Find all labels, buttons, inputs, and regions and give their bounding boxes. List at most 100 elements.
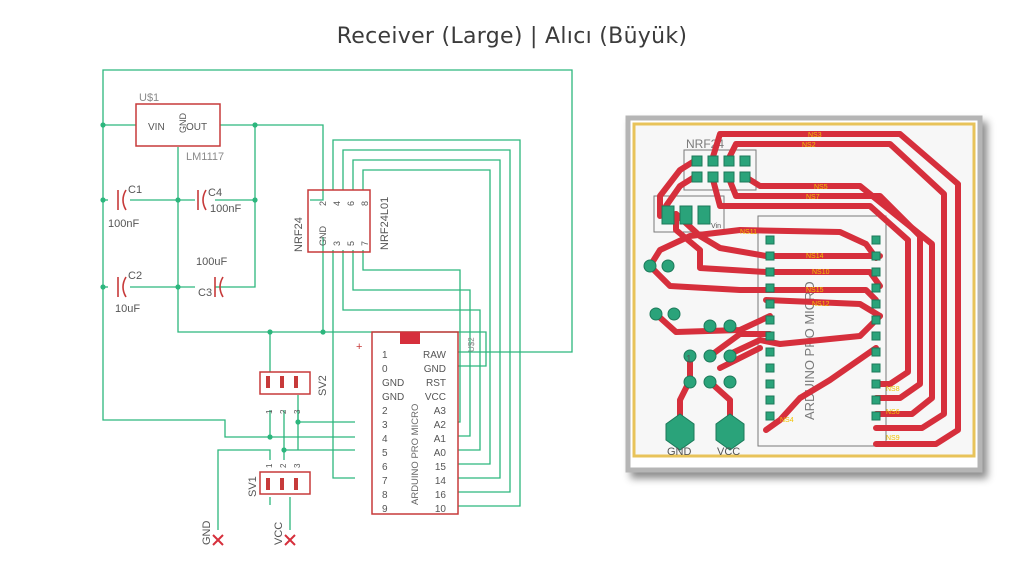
net-label: NS14 [806,253,824,260]
sv1-name: SV1 [247,476,259,497]
pcb-header-pad [765,283,775,293]
regulator-pin-vin: VIN [148,122,165,133]
arduino-left-pin: 8 [382,490,388,501]
net-label: NS9 [886,435,900,442]
pcb-pads [643,155,881,451]
supply-vcc: VCC [273,522,296,546]
net-label: NS15 [806,287,824,294]
regulator-value: LM1117 [186,151,224,163]
arduino-right-pin: RAW [423,350,447,361]
arduino-right-pin: VCC [425,392,446,403]
pcb-header-pad [765,331,775,341]
arduino-right-pin: A3 [434,406,447,417]
pcb-header-pad [765,363,775,373]
pcb-header-pad [765,347,775,357]
pcb-header-pad [871,395,881,405]
pcb-header-mark: 1 [686,354,692,365]
arduino-right-pin: A0 [434,448,447,459]
page-title: Receiver (Large) | Alıcı (Büyük) [336,24,688,49]
nrf-pin-3: 3 [332,241,342,246]
regulator-pin-gnd: GND [178,113,188,134]
arduino-right-pin: 14 [435,476,447,487]
pcb-header-pad [765,395,775,405]
pcb-pad-gnd-label: GND [667,446,692,458]
arduino-right-pin: GND [424,364,446,375]
pcb-net-labels: NS3 NS2 NS5 NS7 NS10 NS12 NS14 NS15 NS11… [740,132,900,442]
net-label: NS11 [740,229,757,236]
pcb-header-pad [871,315,881,325]
pcb-header-pad [871,299,881,309]
connector-sv2: SV2 1 2 3 [259,371,329,414]
pcb-header-pad [765,299,775,309]
c2-name: C2 [128,270,142,282]
net-label: NS3 [808,132,822,139]
capacitor-c2 [117,276,127,298]
arduino-ref: U$2 [467,337,476,352]
nrf-pin-7: 7 [360,241,370,246]
pcb-header-pad [871,283,881,293]
pcb-header-pad [871,235,881,245]
arduino-plus: + [356,341,362,353]
pcb-header-pad [871,251,881,261]
pcb-header-pad [765,251,775,261]
arduino-right-pin: A2 [434,420,447,431]
arduino-value: ARDUINO PRO MICRO [410,404,421,505]
c3-name: C3 [198,287,212,299]
pcb-header-pad [765,411,775,421]
pcb-header-pad [871,267,881,277]
net-label: NS7 [806,194,820,201]
sv2-pin-2: 2 [279,409,288,414]
arduino-right-pin: 16 [435,490,447,501]
nrf-pin-8: 8 [360,201,370,206]
arduino-left-pin: 7 [382,476,388,487]
sv1-pin-3: 3 [293,463,302,468]
c4-value: 100nF [210,203,241,215]
nrf-pin-2: 2 [318,201,328,206]
supply-gnd: GND [201,521,224,546]
nrf-pin-5: 5 [346,241,356,246]
net-label: NS10 [812,269,830,276]
c1-name: C1 [128,184,142,196]
arduino-left-pin: 3 [382,420,388,431]
arduino-right-pin: 10 [435,504,447,515]
pcb-header-pad [765,235,775,245]
arduino-left-pin: 6 [382,462,388,473]
nrf-name: NRF24 [293,217,305,252]
net-label: NS2 [802,142,816,149]
capacitor-c1 [117,189,127,211]
regulator-u1: U$1 VIN GND OUT LM1117 [135,92,224,163]
arduino-left-pin: 9 [382,504,388,515]
sv2-pin-3: 3 [293,409,302,414]
supply-gnd-label: GND [201,521,213,546]
arduino-left-pin: 4 [382,434,388,445]
pcb-header-pad [871,331,881,341]
arduino-left-pin: 5 [382,448,388,459]
pcb-header-pad [871,411,881,421]
c1-value: 100nF [108,218,139,230]
sv2-name: SV2 [317,375,329,396]
net-label: NS8 [886,386,900,393]
pcb-header-pad [871,379,881,389]
c3-value: 100uF [196,256,227,268]
arduino-right-pin: 15 [435,462,447,473]
arduino-left-pin: 1 [382,350,388,361]
sv1-pin-2: 2 [279,463,288,468]
nrf-value: NRF24L01 [379,197,391,250]
net-label: NS6 [886,409,900,416]
pcb-header-pad [765,267,775,277]
regulator-name: U$1 [139,92,159,104]
supply-vcc-label: VCC [273,522,285,545]
pcb-header-pad [765,379,775,389]
nrf-pin-4: 4 [332,201,342,206]
connector-sv1: SV1 1 2 3 [247,463,311,497]
nrf24-module: NRF24 NRF24L01 2 4 6 8 GND 3 5 7 [293,189,391,253]
c4-name: C4 [208,187,222,199]
pcb-pad-vcc-label: VCC [717,446,740,458]
arduino-right-pin: RST [426,378,446,389]
arduino-left-pin: GND [382,392,404,403]
arduino-pro-micro: + U$2 ARDUINO PRO MICRO 10GNDGND23456789… [356,331,476,515]
net-label: NS5 [814,184,828,191]
